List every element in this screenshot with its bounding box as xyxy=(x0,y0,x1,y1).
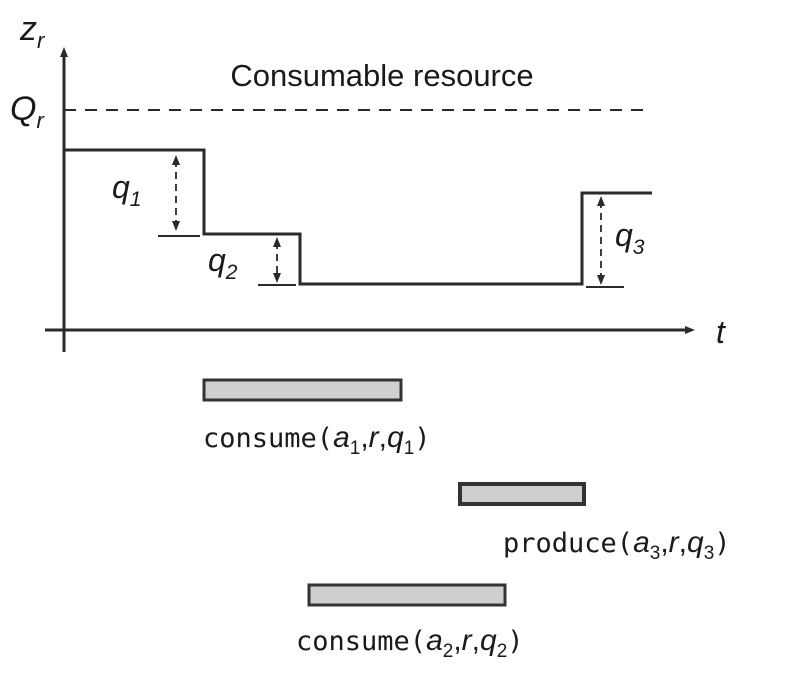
capacity-label: Qr xyxy=(10,90,45,133)
resource-level-line xyxy=(64,148,652,286)
q1-label: q1 xyxy=(112,169,141,211)
produce-a3-label: produce(a3,r,q3) xyxy=(503,526,731,564)
consume-a2-bar xyxy=(307,583,507,607)
consume-a2-label: consume(a2,r,q2) xyxy=(296,624,524,662)
consume-a1-label: consume(a1,r,q1) xyxy=(203,421,431,459)
q3-label: q3 xyxy=(615,217,645,259)
produce-a3-bar xyxy=(458,482,586,506)
consume-a1-bar xyxy=(202,378,403,402)
diagram-title: Consumable resource xyxy=(230,58,533,93)
q2-label: q2 xyxy=(208,242,238,284)
y-axis-label: zr xyxy=(19,10,46,53)
x-axis-label: t xyxy=(716,314,726,350)
